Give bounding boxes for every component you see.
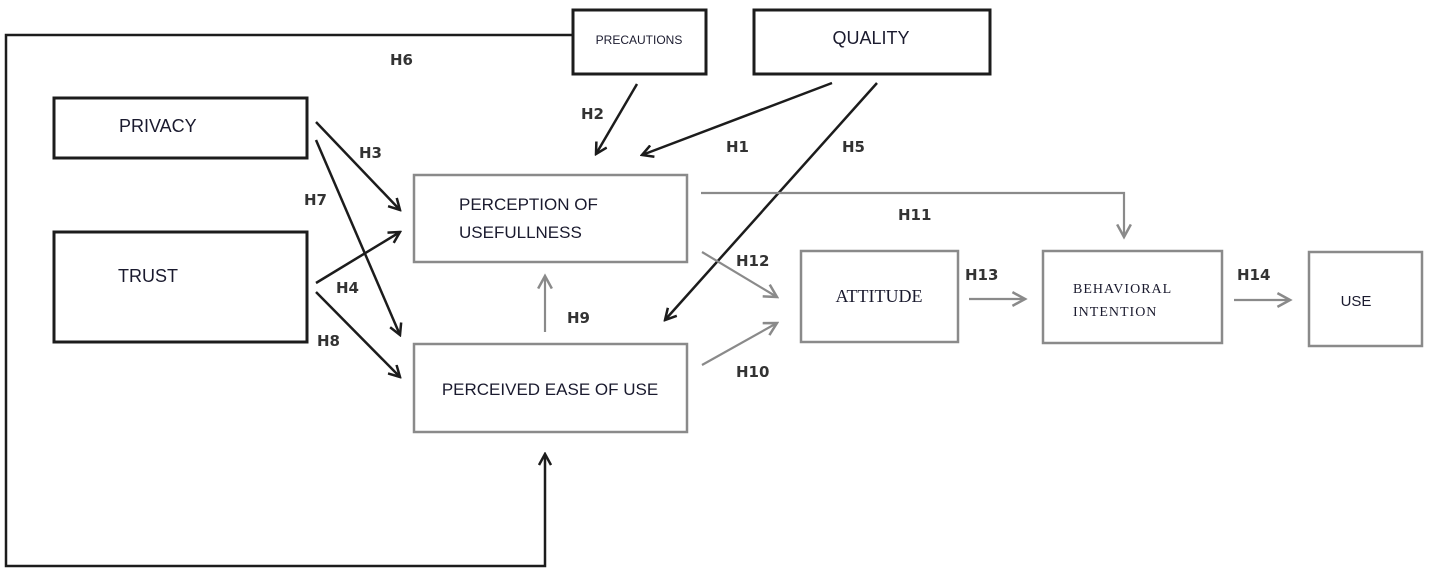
label-h13: H13 — [965, 266, 998, 284]
privacy-label: PRIVACY — [119, 116, 197, 136]
label-h1: H1 — [726, 138, 749, 156]
edge-h10 — [701, 323, 777, 366]
node-perceived-ease-of-use: PERCEIVED EASE OF USE — [412, 342, 689, 434]
edge-h3 — [315, 121, 400, 210]
label-h12: H12 — [736, 252, 769, 270]
attitude-label: ATTITUDE — [836, 286, 923, 306]
behavioral-intention-label-line1: BEHAVIORAL — [1073, 282, 1172, 297]
label-h10: H10 — [736, 363, 769, 381]
node-precautions: PRECAUTIONS — [571, 8, 708, 76]
label-h14: H14 — [1237, 266, 1270, 284]
label-h11: H11 — [898, 206, 931, 224]
trust-label: TRUST — [118, 266, 178, 286]
edge-h6 — [4, 33, 572, 568]
perceived-ease-of-use-label: PERCEIVED EASE OF USE — [442, 380, 658, 399]
edge-h4 — [315, 232, 400, 285]
quality-label: QUALITY — [832, 28, 909, 48]
node-perceived-usefulness: PERCEPTION OF USEFULLNESS — [412, 173, 689, 264]
node-trust: TRUST — [52, 230, 309, 344]
edge-h5 — [665, 82, 878, 320]
label-h3: H3 — [359, 144, 382, 162]
edge-h2 — [596, 83, 639, 154]
node-use: USE — [1307, 250, 1424, 348]
edge-h12 — [701, 251, 777, 297]
use-label: USE — [1341, 293, 1372, 310]
perceived-usefulness-label-line1: PERCEPTION OF — [459, 195, 598, 214]
label-h6: H6 — [390, 51, 413, 69]
label-h4: H4 — [336, 279, 359, 297]
label-h7: H7 — [304, 191, 327, 209]
edge-h1 — [642, 81, 833, 155]
label-h9: H9 — [567, 309, 590, 327]
behavioral-intention-label-line2: INTENTION — [1073, 305, 1157, 320]
edge-h7 — [314, 139, 400, 335]
label-h8: H8 — [317, 332, 340, 350]
precautions-label: PRECAUTIONS — [596, 33, 683, 47]
node-privacy: PRIVACY — [52, 96, 309, 160]
edge-h8 — [315, 291, 400, 377]
perceived-usefulness-label-line2: USEFULLNESS — [459, 223, 582, 242]
node-behavioral-intention: BEHAVIORAL INTENTION — [1041, 249, 1224, 345]
node-attitude: ATTITUDE — [799, 249, 960, 344]
edge-h11 — [701, 191, 1124, 237]
node-quality: QUALITY — [752, 8, 992, 76]
label-h2: H2 — [581, 105, 604, 123]
label-h5: H5 — [842, 138, 865, 156]
